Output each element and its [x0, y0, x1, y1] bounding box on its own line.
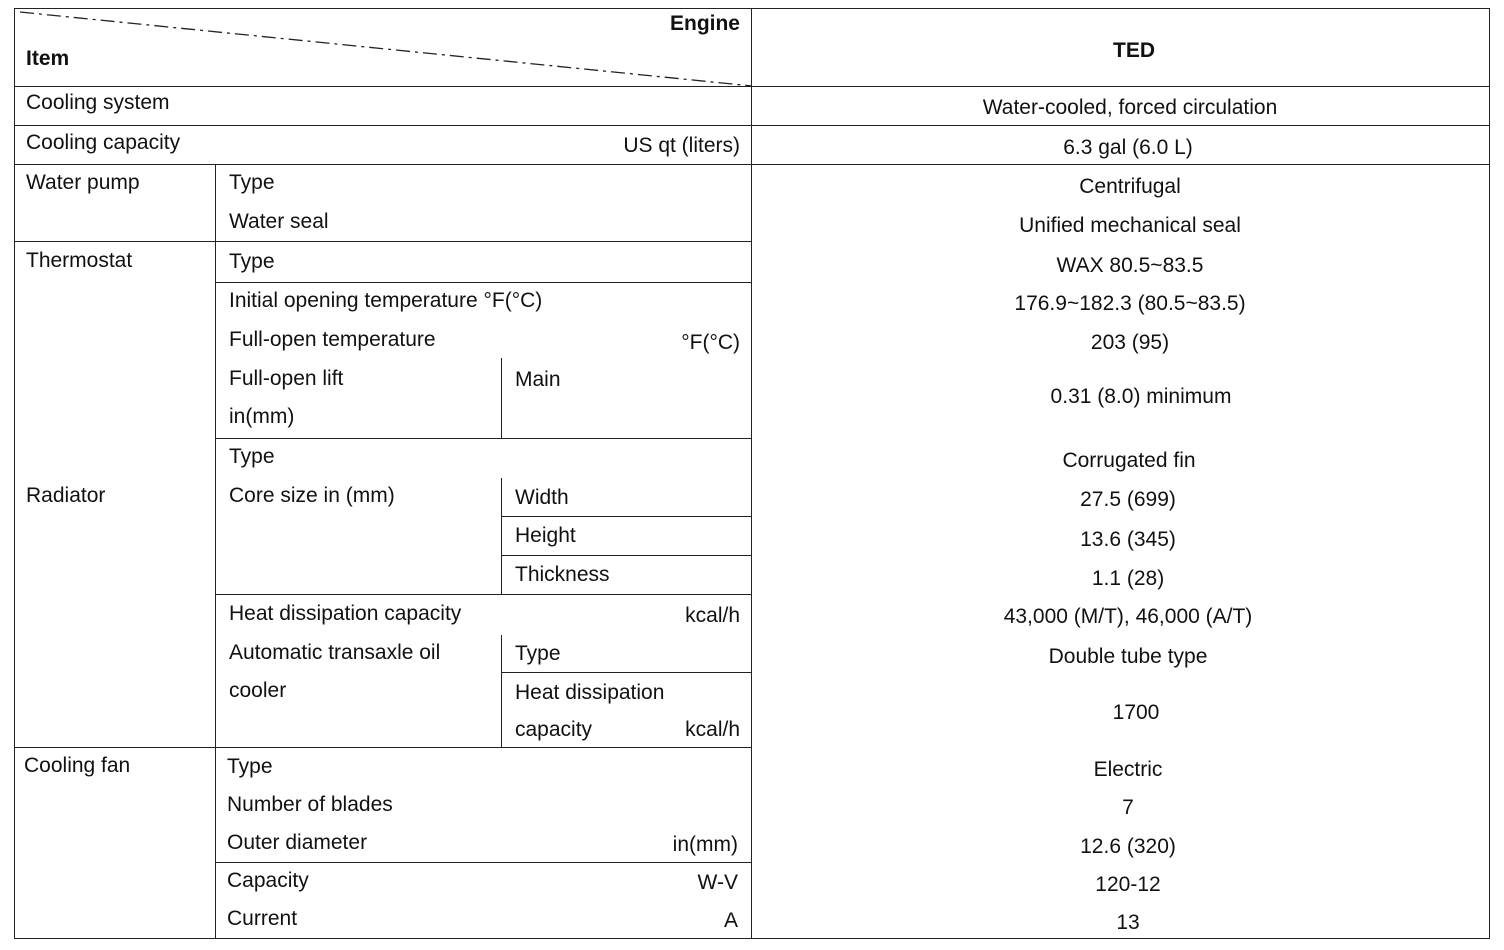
water-pump-type-label: Type	[229, 171, 275, 194]
row-rule	[14, 241, 751, 242]
fan-capacity-value: 120-12	[1095, 873, 1161, 896]
atf-heat-value: 1700	[1112, 701, 1160, 724]
water-seal-value: Unified mechanical seal	[1019, 214, 1241, 237]
row-rule	[501, 672, 751, 673]
atf-subdivider	[501, 635, 502, 747]
initial-opening-value: 176.9~182.3 (80.5~83.5)	[1014, 292, 1246, 315]
core-size-label: Core size in (mm)	[229, 484, 395, 507]
core-subdivider	[501, 478, 502, 594]
full-open-lift-label: Full-open lift	[229, 367, 344, 390]
initial-opening-label: Initial opening temperature °F(°C)	[229, 289, 543, 312]
water-seal-label: Water seal	[229, 210, 329, 233]
fan-type-value: Electric	[1093, 758, 1163, 781]
full-open-temp-label: Full-open temperature	[229, 328, 436, 351]
atf-heat-label-2: capacity	[515, 718, 593, 741]
fan-capacity-unit: W-V	[697, 871, 738, 894]
fan-current-unit: A	[723, 909, 738, 932]
water-pump-label: Water pump	[26, 171, 140, 194]
item-subcolumn-divider	[215, 164, 216, 939]
fan-current-value: 13	[1116, 911, 1140, 934]
core-width-value: 27.5 (699)	[1080, 488, 1176, 511]
fan-blades-label: Number of blades	[227, 793, 393, 816]
full-open-lift-main-label: Main	[515, 368, 561, 391]
fan-type-label: Type	[227, 755, 273, 778]
fan-capacity-label: Capacity	[227, 869, 309, 892]
cooling-system-value: Water-cooled, forced circulation	[982, 96, 1278, 119]
full-open-lift-unit: in(mm)	[229, 405, 295, 428]
thermostat-type-value: WAX 80.5~83.5	[1056, 254, 1204, 277]
cooling-capacity-value: 6.3 gal (6.0 L)	[1063, 136, 1193, 159]
cooling-system-label: Cooling system	[26, 91, 170, 114]
radiator-type-label: Type	[229, 445, 275, 468]
full-open-temp-value: 203 (95)	[1090, 331, 1170, 354]
full-open-lift-value: 0.31 (8.0) minimum	[1050, 385, 1232, 408]
value-column-divider	[751, 8, 752, 939]
fan-blades-value: 7	[1122, 796, 1134, 819]
cooling-capacity-unit: US qt (liters)	[623, 134, 740, 157]
radiator-label: Radiator	[26, 484, 106, 507]
core-height-label: Height	[515, 524, 576, 547]
row-rule	[215, 438, 751, 439]
thermostat-type-label: Type	[229, 250, 275, 273]
fan-current-label: Current	[227, 907, 298, 930]
atf-cooler-label-2: cooler	[229, 679, 287, 702]
row-rule	[14, 125, 1490, 126]
atf-heat-label: Heat dissipation	[515, 681, 665, 704]
model-header: TED	[1113, 39, 1155, 62]
core-thickness-value: 1.1 (28)	[1091, 567, 1165, 590]
fan-outer-diameter-value: 12.6 (320)	[1080, 835, 1176, 858]
cooling-capacity-label: Cooling capacity	[26, 131, 181, 154]
radiator-type-value: Corrugated fin	[1062, 449, 1196, 472]
thermostat-label: Thermostat	[26, 249, 133, 272]
lift-subdivider	[501, 358, 502, 438]
row-rule	[501, 516, 751, 517]
core-height-value: 13.6 (345)	[1080, 528, 1176, 551]
row-rule	[501, 555, 751, 556]
core-thickness-label: Thickness	[515, 563, 610, 586]
core-width-label: Width	[515, 486, 569, 509]
atf-type-value: Double tube type	[1048, 645, 1208, 668]
cooling-fan-label: Cooling fan	[24, 754, 131, 777]
heat-dissipation-value: 43,000 (M/T), 46,000 (A/T)	[1003, 605, 1253, 628]
row-rule	[14, 747, 751, 748]
full-open-temp-unit: °F(°C)	[681, 331, 740, 354]
row-rule	[14, 164, 1490, 165]
water-pump-type-value: Centrifugal	[1079, 175, 1181, 198]
engine-header: Engine	[669, 12, 740, 35]
fan-outer-diameter-label: Outer diameter	[227, 831, 368, 854]
row-rule	[215, 282, 751, 283]
heat-dissipation-label: Heat dissipation capacity	[229, 602, 462, 625]
atf-cooler-label: Automatic transaxle oil	[229, 641, 441, 664]
atf-type-label: Type	[515, 642, 561, 665]
row-rule	[215, 594, 751, 595]
row-rule	[215, 862, 751, 863]
fan-outer-diameter-unit: in(mm)	[672, 833, 738, 856]
heat-dissipation-unit: kcal/h	[685, 604, 740, 627]
item-header: Item	[26, 47, 70, 70]
spec-table	[14, 8, 1490, 939]
atf-heat-unit: kcal/h	[685, 718, 740, 741]
header-rule	[14, 86, 1490, 87]
